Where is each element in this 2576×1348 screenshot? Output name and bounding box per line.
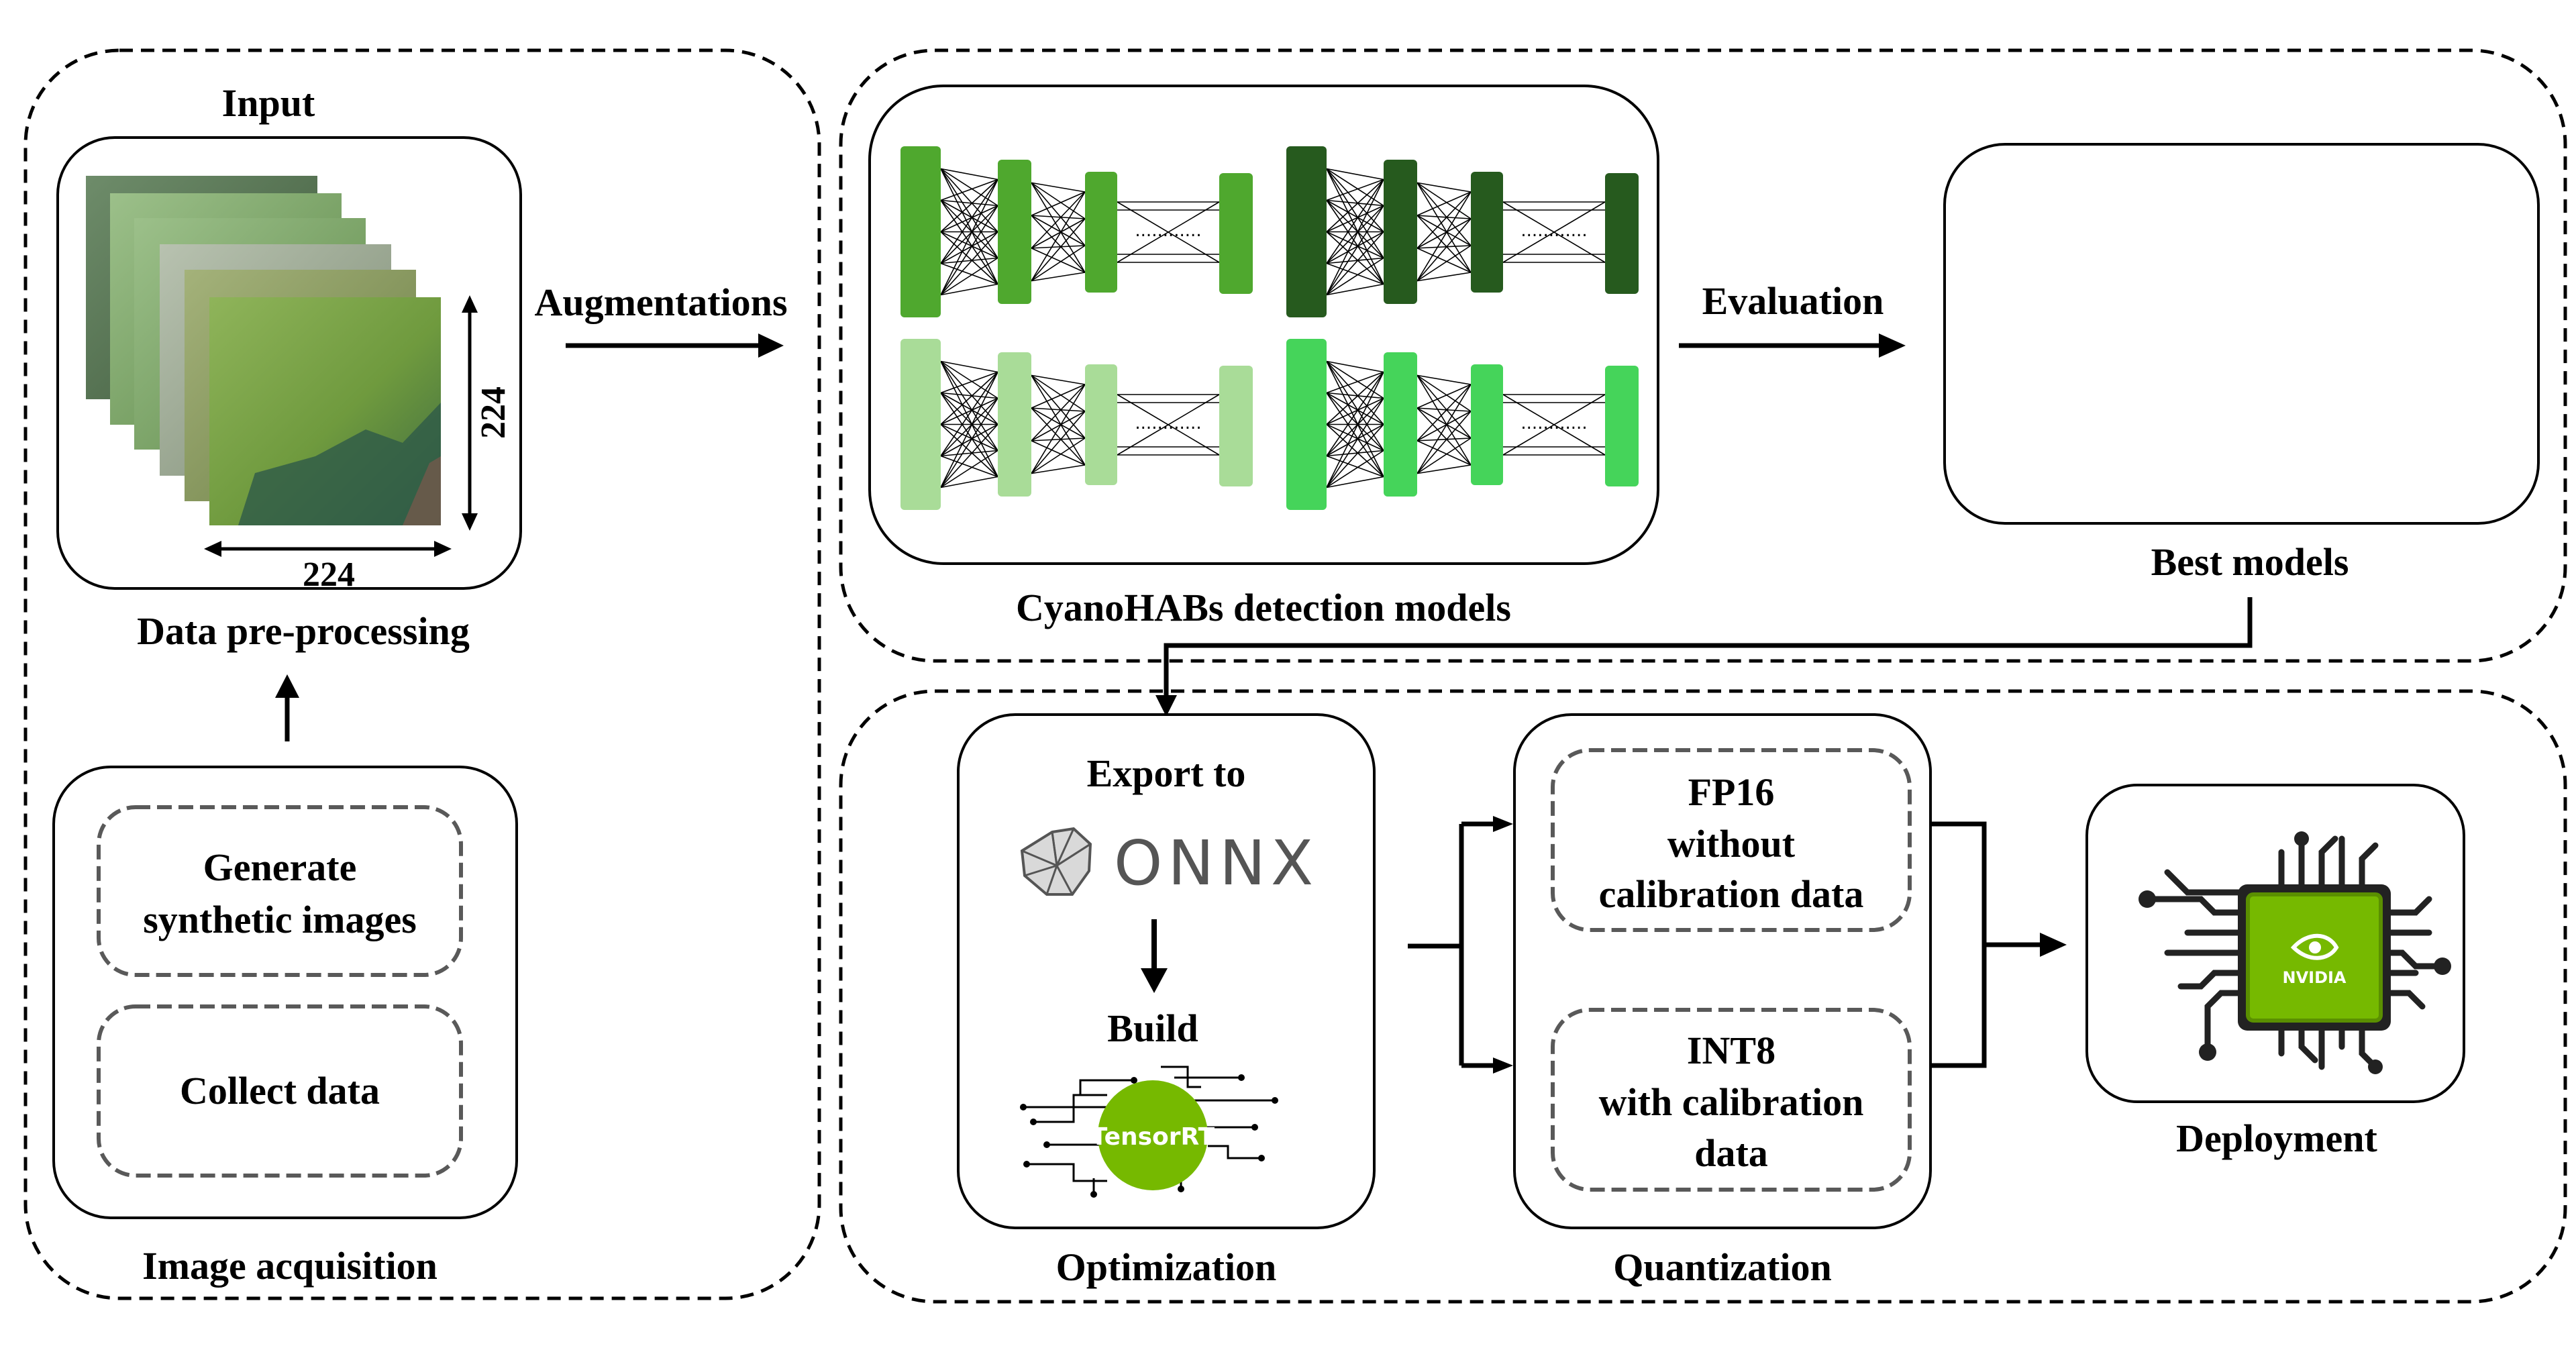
detection-models-box <box>868 85 1659 565</box>
acquisition-box <box>52 766 518 1219</box>
nn-layer-1 <box>1286 146 1327 317</box>
acquisition-title: Image acquisition <box>142 1244 437 1288</box>
int8-label-line3: data <box>1694 1131 1768 1175</box>
onnx-logo: ONNX <box>1020 827 1319 899</box>
nn-layer-4 <box>1219 173 1253 294</box>
left-section-dashed-border <box>23 48 821 1300</box>
height-dimension-label: 224 <box>474 386 513 439</box>
tensorrt-logo: TensorRT <box>1020 1066 1278 1198</box>
fp16-option-box <box>1551 748 1912 932</box>
nn-layer-3 <box>1471 364 1503 485</box>
nn-ellipsis: ............ <box>1135 413 1201 433</box>
tensorrt-icon <box>1098 1080 1208 1190</box>
nn-layer-1 <box>900 146 941 317</box>
nn-model-light-green: ............ <box>900 339 1253 510</box>
input-image-front-shadow <box>238 403 441 525</box>
input-label: Input <box>222 81 315 125</box>
augmentations-label: Augmentations <box>534 280 787 324</box>
quantization-to-deployment-merge <box>1930 821 2043 1068</box>
nn-ellipsis: ............ <box>1521 413 1587 433</box>
input-image-front-rock <box>403 456 441 525</box>
nn-model-medium-green: ............ <box>900 146 1253 317</box>
optimization-to-quantization-fork <box>1408 821 1496 1068</box>
models-section-dashed-border <box>839 48 2567 663</box>
best-models-box <box>1943 143 2540 525</box>
nn-ellipsis: ............ <box>1135 221 1201 241</box>
quantization-box <box>1513 713 1932 1229</box>
input-image-stack <box>86 176 441 525</box>
best-to-optimization-connector <box>1164 597 2253 698</box>
nn-layer-2 <box>1384 352 1417 497</box>
collect-data-box <box>97 1004 463 1178</box>
nn-layer-3 <box>1085 172 1117 293</box>
nn-layer-2 <box>998 352 1031 497</box>
deployment-title: Deployment <box>2176 1117 2377 1160</box>
fp16-label-line1: FP16 <box>1688 770 1775 814</box>
width-dimension-label: 224 <box>303 556 355 594</box>
nvidia-chip-icon: NVIDIA <box>2139 831 2451 1074</box>
nn-layer-1 <box>1286 339 1327 510</box>
fp16-label-line2: without <box>1667 822 1796 866</box>
nn-layer-2 <box>1384 160 1417 304</box>
nn-model-dark-green: ............ <box>1286 146 1639 317</box>
deployment-section-dashed-border <box>839 689 2567 1304</box>
nn-ellipsis: ............ <box>1521 221 1587 241</box>
tensorrt-logo-text: TensorRT <box>1091 1123 1215 1151</box>
nn-layer-4 <box>1219 366 1253 486</box>
preprocessing-title: Data pre-processing <box>137 609 470 653</box>
fp16-label-line3: calibration data <box>1599 872 1864 916</box>
nn-layer-3 <box>1085 364 1117 485</box>
optimization-title: Optimization <box>1056 1245 1277 1289</box>
int8-option-box <box>1551 1008 1912 1192</box>
quantization-title: Quantization <box>1613 1245 1832 1289</box>
export-to-label: Export to <box>1087 751 1246 795</box>
nn-layer-4 <box>1605 173 1639 294</box>
nn-layer-3 <box>1471 172 1503 293</box>
generate-label-line2: synthetic images <box>143 898 417 941</box>
generate-synthetic-box <box>97 805 463 977</box>
build-label: Build <box>1107 1006 1198 1050</box>
int8-label-line2: with calibration <box>1599 1080 1864 1124</box>
nn-model-bright-green: ............ <box>1286 339 1639 510</box>
nn-layer-2 <box>998 160 1031 304</box>
generate-label-line1: Generate <box>203 845 357 889</box>
detection-models-title: CyanoHABs detection models <box>1016 586 1511 629</box>
collect-data-label: Collect data <box>180 1069 380 1112</box>
evaluation-label: Evaluation <box>1702 279 1884 323</box>
nn-layer-4 <box>1605 366 1639 486</box>
int8-label-line1: INT8 <box>1687 1029 1775 1072</box>
onnx-logo-text: ONNX <box>1114 827 1319 899</box>
nn-layer-1 <box>900 339 941 510</box>
best-models-title: Best models <box>2151 540 2349 584</box>
chip-logo-text: NVIDIA <box>2282 968 2346 987</box>
